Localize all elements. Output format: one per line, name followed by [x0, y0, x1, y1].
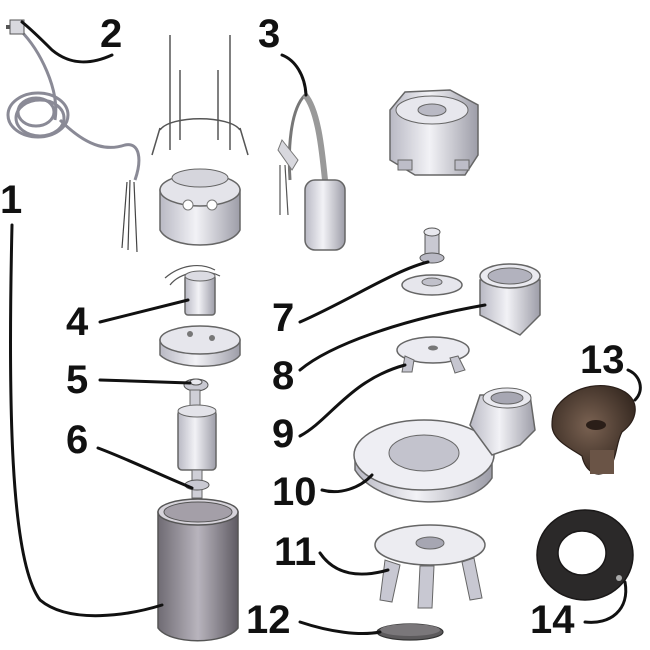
callout-3: 3: [258, 12, 281, 56]
callout-6: 6: [66, 418, 89, 462]
motor-upper-frame: [151, 35, 249, 156]
plug: [6, 19, 25, 35]
leader-13: [626, 368, 642, 402]
bearing-5: [183, 378, 209, 392]
leader-2: [20, 20, 114, 64]
leader-14: [583, 580, 628, 624]
cable-leads: [121, 179, 138, 253]
callout-11: 11: [274, 530, 317, 574]
leader-11: [318, 551, 390, 576]
leader-1: [8, 223, 164, 618]
mechanical-seal: [401, 227, 463, 296]
base-gasket: [376, 623, 444, 641]
leader-8: [298, 303, 487, 372]
leader-4: [98, 298, 190, 324]
leader-6: [96, 446, 194, 490]
capacitor: [164, 264, 221, 316]
callout-4: 4: [66, 300, 89, 344]
motor-housing: [157, 498, 239, 642]
leader-5: [98, 378, 192, 385]
leader-9: [298, 363, 407, 438]
leader-10: [320, 473, 374, 494]
rubber-ring: [536, 509, 634, 601]
leader-12: [298, 620, 382, 635]
pump-head-casting: [389, 89, 479, 176]
rotor-shaft: [177, 389, 217, 499]
callout-13: 13: [580, 338, 625, 382]
callout-14: 14: [530, 598, 575, 642]
discharge-flange: [479, 263, 541, 336]
leader-3: [280, 53, 308, 97]
impeller: [396, 336, 470, 374]
callout-8: 8: [272, 354, 295, 398]
pump-base: [374, 524, 486, 609]
motor-upper-housing: [159, 168, 241, 246]
float-switch: [277, 93, 346, 251]
upper-bearing-plate: [159, 325, 241, 367]
callout-1: 1: [0, 178, 23, 222]
callout-2: 2: [100, 12, 123, 56]
bronze-lobe-part: [551, 384, 636, 475]
leader-lines: [8, 20, 642, 635]
callout-9: 9: [272, 412, 295, 456]
callout-12: 12: [246, 598, 291, 642]
callout-10: 10: [272, 470, 317, 514]
leader-7: [298, 260, 430, 324]
callout-5: 5: [66, 358, 89, 402]
volute-casing: [353, 387, 536, 503]
callout-7: 7: [272, 296, 295, 340]
power-cable-coil: [6, 28, 141, 181]
